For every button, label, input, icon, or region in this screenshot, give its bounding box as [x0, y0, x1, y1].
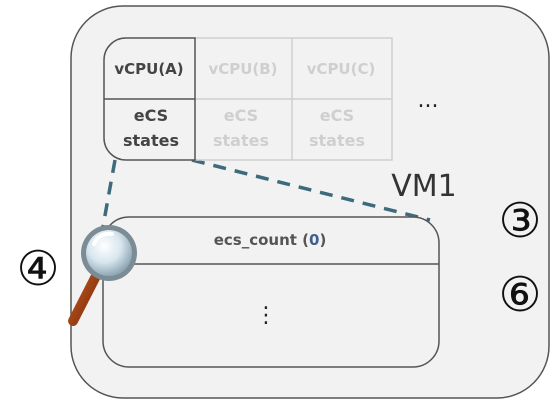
vcpu-table: vCPU(A) vCPU(B) vCPU(C) eCS states eCS s… — [103, 37, 393, 161]
vcpu-a-label: vCPU(A) — [114, 60, 183, 78]
vcpu-a-state-line1: eCS — [134, 106, 168, 125]
vm-label: VM1 — [391, 169, 457, 204]
zoom-line-right — [191, 158, 431, 222]
magnifier-glare — [92, 231, 114, 246]
step-marker-right-bottom: ⑥ — [498, 267, 541, 323]
ecs-count-label: ecs_count (0) — [214, 231, 327, 249]
vcpu-a-state-line2: states — [123, 131, 179, 150]
magnifying-glass-icon — [68, 225, 137, 326]
vcpu-c-state-line1: eCS — [320, 106, 354, 125]
magnifier-lens — [86, 230, 132, 276]
ecs-count-suffix: ) — [319, 231, 326, 249]
vcpu-b-state-line1: eCS — [224, 106, 258, 125]
vcpu-b-label: vCPU(B) — [208, 60, 277, 78]
step-marker-right-top: ③ — [498, 193, 541, 249]
ecs-count-frame — [102, 216, 440, 368]
ecs-count-prefix: ecs_count ( — [214, 231, 309, 249]
vcpu-c-state-line2: states — [309, 131, 365, 150]
vcpu-b-state-line2: states — [213, 131, 269, 150]
vcpu-c-label: vCPU(C) — [307, 60, 376, 78]
ecs-count-box: ecs_count (0) ⋮ — [102, 216, 440, 368]
magnifier-handle — [68, 271, 101, 326]
ecs-count-value: 0 — [309, 231, 319, 249]
vcpu-table-inactive-grid — [195, 37, 393, 161]
ecs-count-body-ellipsis: ⋮ — [255, 303, 277, 328]
zoom-line-left — [100, 159, 117, 233]
step-marker-left: ④ — [16, 241, 59, 297]
more-vcpus-ellipsis: ... — [418, 88, 439, 113]
